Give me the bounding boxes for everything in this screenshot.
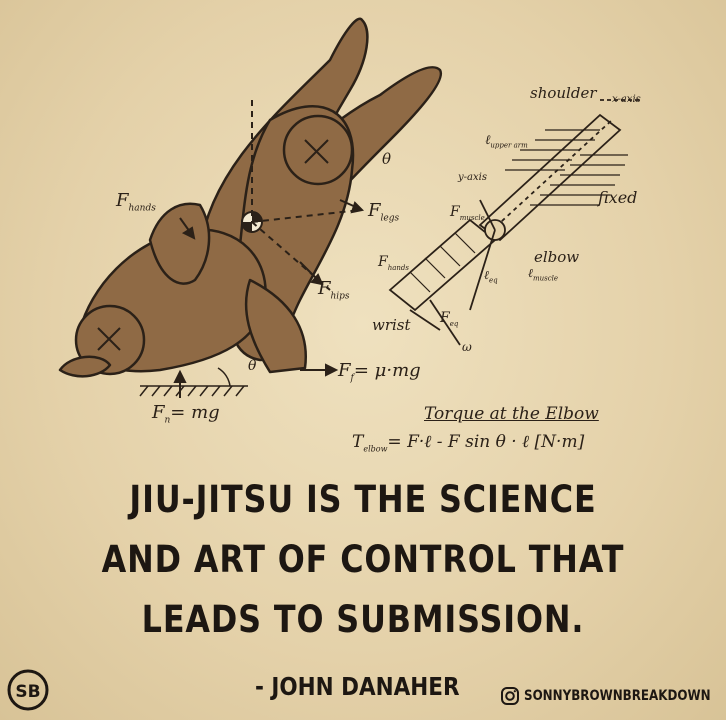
arm-mechanics-diagram <box>388 99 640 346</box>
social-handle: SONNYBROWNBREAKDOWN <box>500 686 726 706</box>
quote-line-2: AND ART OF CONTROL THAT <box>101 538 625 581</box>
label-elbow: elbow <box>534 248 580 266</box>
label-f-muscle: Fmuscle <box>450 204 485 222</box>
label-wrist: wrist <box>372 316 411 334</box>
arm <box>148 202 211 285</box>
label-theta-top: θ <box>382 150 392 168</box>
quote-author: - JOHN DANAHER <box>255 672 460 701</box>
label-f-eq: Feq <box>440 310 459 328</box>
label-f-normal: Fn= mg <box>152 402 220 426</box>
lower-body <box>244 278 307 374</box>
quote-line-3: LEADS TO SUBMISSION. <box>141 598 585 641</box>
label-shoulder: shoulder <box>530 84 597 102</box>
label-l-upper-arm: ℓupper arm <box>485 133 528 150</box>
label-f-friction: Ff= μ·mg <box>338 360 421 384</box>
label-x-axis: x-axis <box>612 94 641 105</box>
foot <box>58 355 112 378</box>
label-f-hips: Fhips <box>318 278 350 302</box>
sb-logo: SB <box>7 669 49 711</box>
label-f-hands: Fhands <box>116 190 156 214</box>
torque-formula: Telbow= F·ℓ - F sin θ · ℓ [N·m] <box>352 432 585 454</box>
grappling-illustration <box>58 17 640 398</box>
label-f-legs: Flegs <box>368 200 400 224</box>
quote-line-1: JIU-JITSU IS THE SCIENCE <box>129 478 597 521</box>
ground-hatch <box>139 385 248 397</box>
label-omega: ω <box>462 340 472 354</box>
handle-text: SONNYBROWNBREAKDOWN <box>524 688 711 704</box>
label-fixed: fixed <box>598 188 638 207</box>
instagram-icon <box>501 687 519 705</box>
label-theta-bottom: θ <box>248 358 257 374</box>
logo-text: SB <box>15 682 40 702</box>
label-f-hands-arm: Fhands <box>378 254 409 272</box>
label-l-eq: ℓeq <box>484 268 498 285</box>
torque-title: Torque at the Elbow <box>424 404 599 424</box>
label-y-axis: y-axis <box>458 172 487 183</box>
label-l-muscle: ℓmuscle <box>528 266 559 283</box>
